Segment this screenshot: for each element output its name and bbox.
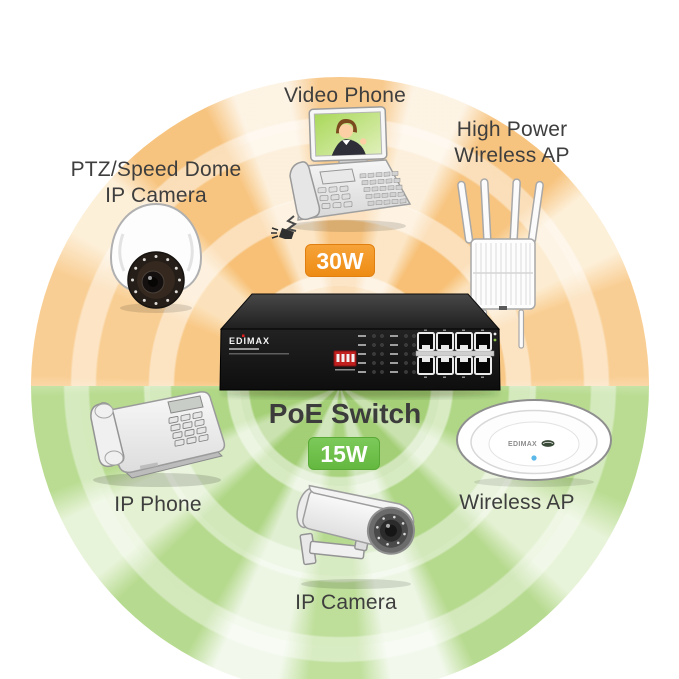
high-power-wireless-ap-label: High Power Wireless AP xyxy=(432,117,592,168)
ir-led-ring xyxy=(131,255,181,305)
ap-led xyxy=(531,455,537,461)
power-badge-30w: 30W xyxy=(305,244,375,277)
ip-phone-icon xyxy=(90,391,226,487)
ip-camera-label: IP Camera xyxy=(295,591,397,614)
ptz-line1: PTZ/Speed Dome xyxy=(70,158,242,181)
ptz-dome-camera-icon xyxy=(109,202,203,313)
wireless-ap-icon: EDIMAX xyxy=(456,399,612,487)
video-screen xyxy=(308,106,388,162)
high-power-line2: Wireless AP xyxy=(454,143,570,167)
body-ridges xyxy=(475,243,531,305)
dial-keys xyxy=(317,185,353,209)
dip-switch xyxy=(333,350,357,371)
bullet-ip-camera-icon xyxy=(296,484,415,589)
poe-switch-title: PoE Switch xyxy=(268,398,422,429)
switch-brand-text: EDIMAX xyxy=(229,336,270,346)
ptz-line2: IP Camera xyxy=(105,183,207,207)
led-matrix xyxy=(358,334,416,374)
ap-logo-text: EDIMAX xyxy=(508,441,537,448)
ip-phone-label: IP Phone xyxy=(114,493,202,516)
high-power-line1: High Power xyxy=(456,118,568,141)
keypad-grid xyxy=(359,171,407,206)
video-phone-label: Video Phone xyxy=(283,84,407,107)
lens-dot-ring xyxy=(376,515,406,546)
status-leds xyxy=(493,332,497,342)
poe-switch-icon: EDIMAX xyxy=(219,293,501,398)
ethernet-ports xyxy=(415,329,495,378)
top-antennas xyxy=(457,178,544,244)
phone-keypad xyxy=(168,411,209,447)
handset xyxy=(289,161,321,221)
phone-body xyxy=(109,391,226,474)
camera-body-group xyxy=(296,484,415,555)
switch-top-face xyxy=(219,293,501,330)
high-power-wireless-ap-icon xyxy=(457,178,544,349)
wireless-ap-label: Wireless AP xyxy=(459,491,575,514)
ptz-dome-camera-label: PTZ/Speed Dome IP Camera xyxy=(56,157,256,208)
power-badge-15w: 15W xyxy=(308,437,380,470)
video-phone-icon xyxy=(271,106,412,239)
